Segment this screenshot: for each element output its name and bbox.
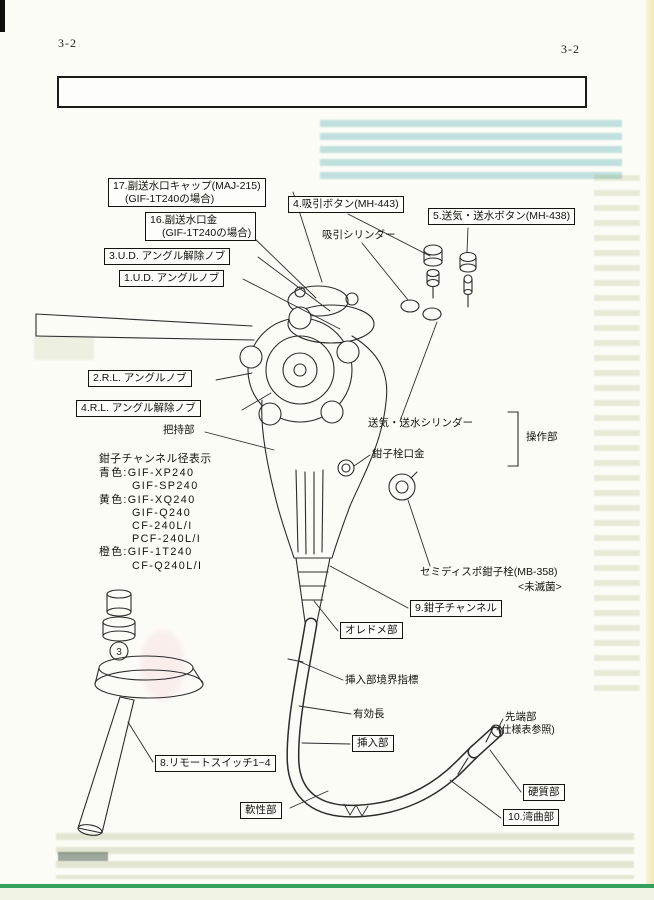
channel-list-title: 鉗子チャンネル径表示: [99, 453, 212, 465]
label-ud-release: 3.U.D. アングル解除ノブ: [104, 248, 231, 265]
label-aux-water-cap: 17.副送水口キャップ(MAJ-215) (GIF-1T240の場合): [108, 178, 266, 207]
label-rigid-section: 硬質部: [523, 784, 565, 801]
channel-row: CF-240L/I: [132, 520, 193, 533]
channel-row: GIF-SP240: [132, 480, 199, 493]
label-line: (GIF-1T240の場合): [125, 192, 215, 205]
biopsy-valve-drawing: [388, 471, 418, 501]
label-semi-dispo-valve: セミディスポ鉗子栓(MB-358): [420, 566, 558, 578]
label-insertion-section: 挿入部: [352, 735, 394, 752]
scan-edge-line: [0, 884, 654, 888]
label-bending-section: 10.湾曲部: [503, 809, 560, 826]
label-boot: オレドメ部: [340, 622, 403, 639]
channel-row: 青色:GIF-XP240: [99, 467, 195, 480]
label-unsterilized: <未滅菌>: [518, 581, 562, 593]
label-suction-button: 4.吸引ボタン(MH-443): [288, 196, 404, 213]
label-line: 16.副送水口金: [150, 214, 218, 226]
label-ud-knob: 1.U.D. アングルノブ: [119, 270, 225, 287]
circled-number: 3: [116, 647, 122, 658]
label-suction-cylinder: 吸引シリンダー: [322, 229, 396, 241]
channel-row: CF-Q240L/I: [132, 559, 203, 572]
remote-switch-detail: [77, 589, 204, 836]
label-forceps-plug-mouth: 鉗子栓口金: [372, 448, 425, 460]
page-number-right: 3-2: [561, 42, 580, 56]
label-grip: 把持部: [163, 424, 195, 436]
scan-edge: [0, 888, 654, 900]
control-body: [239, 285, 442, 559]
label-effective-length: 有効長: [353, 708, 385, 720]
air-water-button-drawing: [459, 251, 477, 308]
channel-row: 黄色:GIF-XQ240: [99, 493, 196, 506]
operation-bracket: [507, 411, 519, 467]
scan-corner-mark: [0, 0, 5, 32]
label-line: (GIF-1T240の場合): [162, 226, 252, 239]
channel-row: 橙色:GIF-1T240: [99, 546, 193, 559]
label-line: 17.副送水口キャップ(MAJ-215): [113, 180, 261, 192]
channel-row: PCF-240L/I: [132, 533, 202, 546]
boot-drawing: [293, 557, 333, 623]
label-rl-knob: 2.R.L. アングルノブ: [88, 370, 192, 387]
label-distal-tip: 先端部: [505, 711, 537, 723]
label-flexible-section: 軟性部: [240, 802, 282, 819]
label-operation-section: 操作部: [526, 431, 558, 443]
label-rl-release: 4.R.L. アングル解除ノブ: [76, 400, 201, 417]
label-aux-water-mouth: 16.副送水口金 (GIF-1T240の場合): [145, 212, 257, 241]
label-distal-tip-note: (仕様表参照): [498, 725, 555, 736]
insertion-tube: [286, 617, 504, 818]
channel-diameter-list: 鉗子チャンネル径表示 青色:GIF-XP240 GIF-SP240 黄色:GIF…: [99, 453, 212, 573]
label-insertion-boundary: 挿入部境界指標: [345, 674, 419, 686]
universal-cord: [35, 313, 255, 341]
title-box: [57, 76, 587, 108]
label-air-water-cylinder: 送気・送水シリンダー: [368, 417, 473, 429]
label-air-water-button: 5.送気・送水ボタン(MH-438): [428, 208, 576, 225]
channel-row: GIF-Q240: [132, 506, 192, 519]
suction-button-drawing: [423, 244, 443, 299]
page-edge-strip: [646, 0, 654, 900]
label-forceps-channel: 9.鉗子チャンネル: [410, 600, 502, 617]
page-number-left: 3-2: [58, 36, 77, 50]
label-remote-switches: 8.リモートスイッチ1~4: [155, 755, 276, 772]
